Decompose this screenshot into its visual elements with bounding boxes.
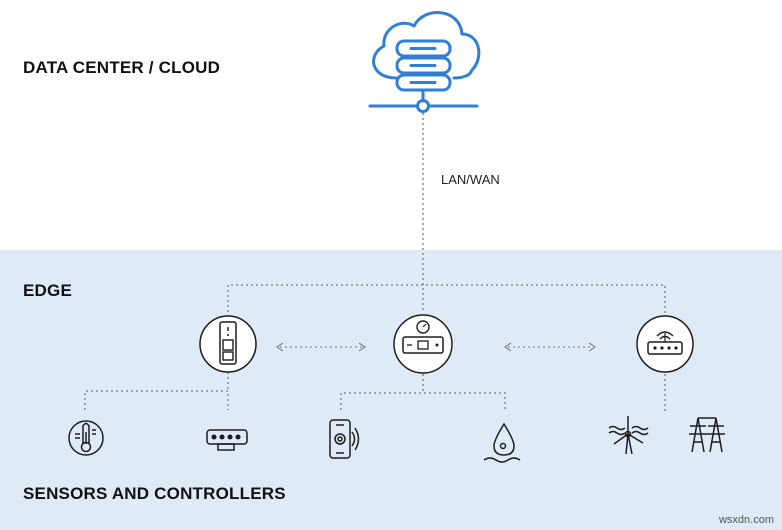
cloud-layer-label: DATA CENTER / CLOUD: [23, 58, 221, 77]
cloud-server-icon: [368, 11, 481, 113]
ir-sensor-icon: [206, 429, 248, 451]
mobile-device-icon: [329, 419, 360, 459]
edge-gateway-icon: [393, 314, 453, 374]
water-sensor-icon: [483, 422, 521, 463]
left-node-sensor-links: [84, 390, 229, 410]
edge-bus-line: [227, 284, 666, 317]
edge-router-icon: [636, 315, 694, 373]
edge-zone-background: [0, 250, 782, 530]
thermometer-sensor-icon: [68, 420, 104, 456]
bidirectional-arrow-left: [275, 342, 367, 352]
edge-device-tower-icon: [199, 315, 257, 373]
watermark: wsxdn.com: [718, 514, 774, 526]
lan-wan-label: LAN/WAN: [441, 172, 500, 187]
bidirectional-arrow-right: [503, 342, 597, 352]
center-node-sensor-links: [340, 392, 506, 410]
connector-lines: [84, 113, 666, 412]
sensors-layer-label: SENSORS AND CONTROLLERS: [23, 484, 286, 503]
edge-layer-label: EDGE: [23, 281, 72, 300]
wind-turbine-icon: [608, 416, 649, 455]
power-tower-icon: [689, 417, 725, 453]
